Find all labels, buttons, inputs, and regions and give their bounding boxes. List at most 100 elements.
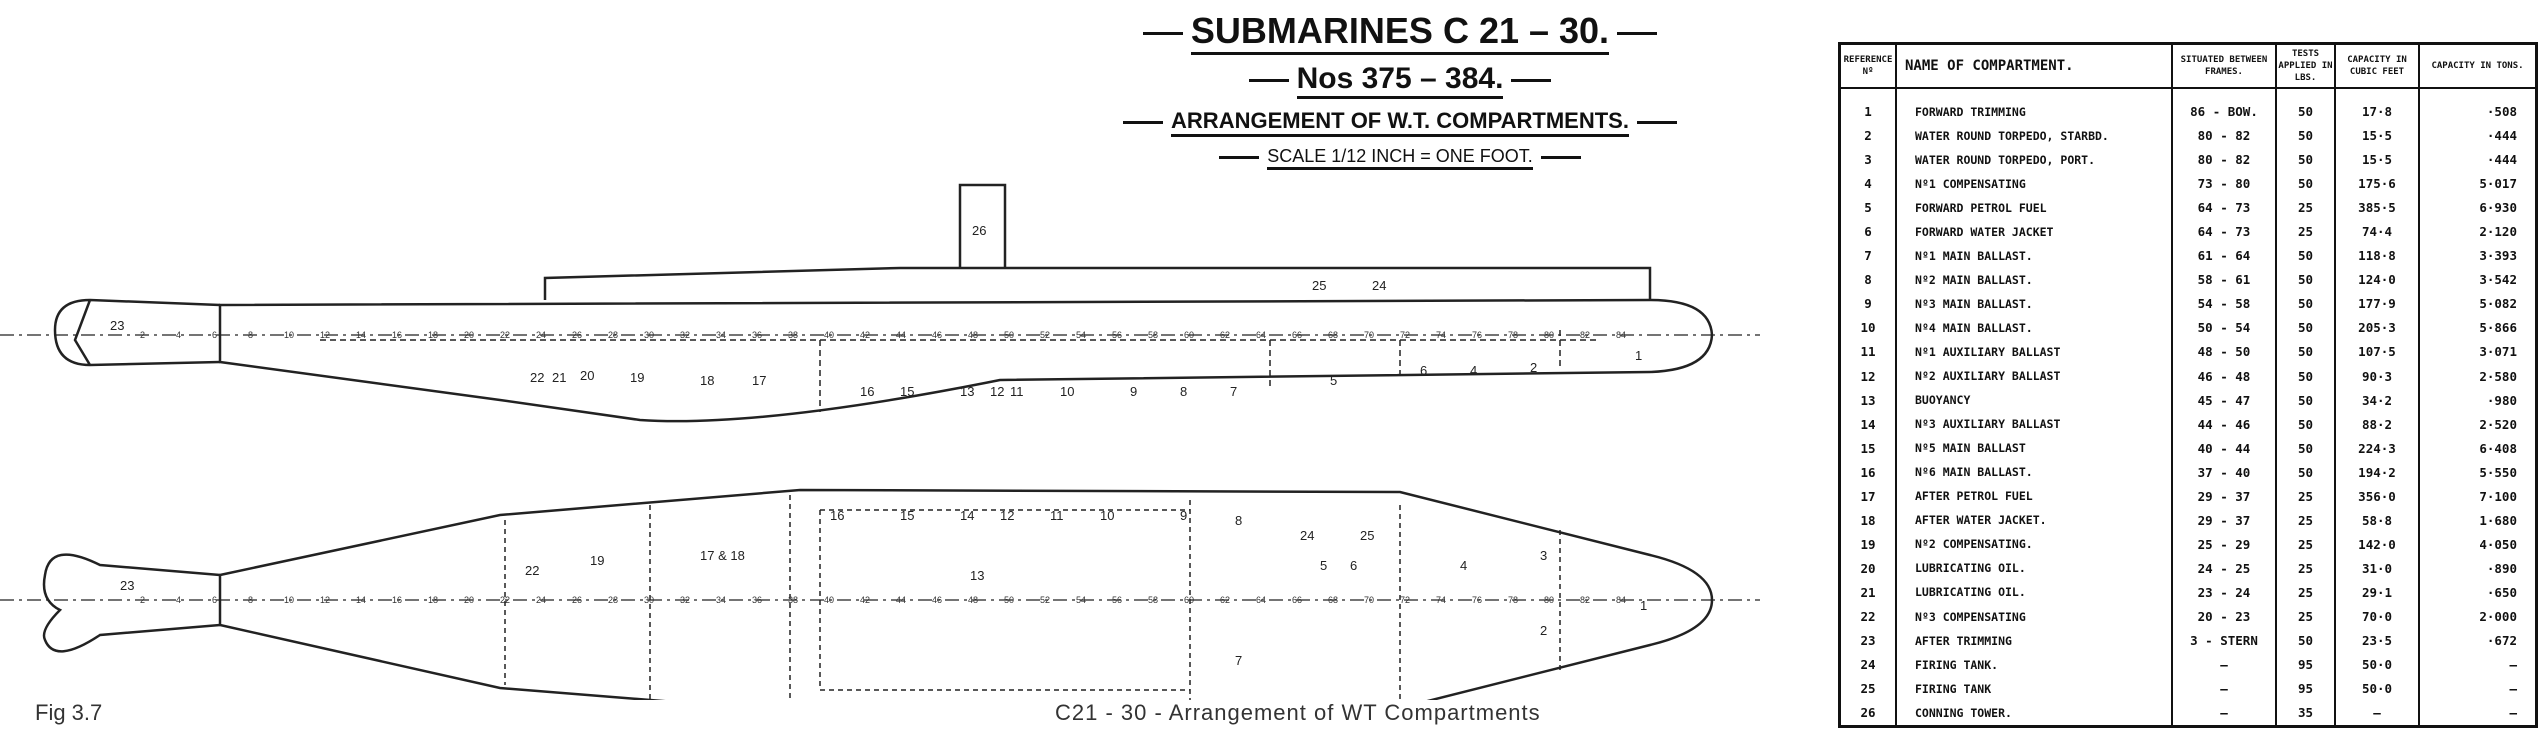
name-cell: FIRING TANK.	[1895, 652, 2173, 677]
side-frame-number: 76	[1472, 330, 1482, 340]
side-compartment-label: 1	[1635, 348, 1642, 363]
side-compartment-label: 16	[860, 384, 874, 399]
spacer-cell	[2275, 88, 2336, 100]
tons-cell: 6·408	[2418, 436, 2538, 461]
name-cell: Nº1 AUXILIARY BALLAST	[1895, 339, 2173, 365]
name-cell: Nº2 AUXILIARY BALLAST	[1895, 364, 2173, 389]
ref-cell: 2	[1838, 123, 1897, 148]
frames-cell: 86 - BOW.	[2171, 99, 2277, 124]
frames-cell: —	[2171, 652, 2277, 677]
drawing-subtitle: ARRANGEMENT OF W.T. COMPARTMENTS.	[1050, 108, 1750, 137]
side-compartment-label: 5	[1330, 373, 1337, 388]
plan-view	[0, 488, 1760, 700]
plan-frame-number: 44	[896, 595, 906, 605]
header-ref: REFERENCE Nº	[1838, 42, 1897, 89]
tons-cell: —	[2418, 676, 2538, 701]
frames-cell: 44 - 46	[2171, 412, 2277, 437]
drawing-scale: SCALE 1/12 INCH = ONE FOOT.	[1050, 146, 1750, 170]
side-frame-number: 62	[1220, 330, 1230, 340]
tons-cell: ·980	[2418, 388, 2538, 413]
side-compartment-label: 11	[1010, 384, 1024, 399]
tons-cell: 6·930	[2418, 195, 2538, 220]
cubic-feet-cell: 31·0	[2334, 556, 2420, 581]
side-compartment-label: 4	[1470, 363, 1477, 378]
tons-cell: ·444	[2418, 123, 2538, 148]
side-frame-number: 58	[1148, 330, 1158, 340]
name-cell: CONNING TOWER.	[1895, 700, 2173, 727]
side-frame-number: 64	[1256, 330, 1266, 340]
plan-frame-number: 54	[1076, 595, 1086, 605]
cubic-feet-cell: 17·8	[2334, 99, 2420, 124]
plan-compartment-label: 25	[1360, 528, 1374, 543]
frames-cell: 29 - 37	[2171, 484, 2277, 509]
figure-caption: C21 - 30 - Arrangement of WT Compartment…	[1055, 700, 1541, 725]
ref-cell: 25	[1838, 676, 1897, 701]
side-frame-number: 68	[1328, 330, 1338, 340]
side-frame-number: 46	[932, 330, 942, 340]
ref-cell: 5	[1838, 195, 1897, 220]
cubic-feet-cell: 118·8	[2334, 243, 2420, 268]
cubic-feet-cell: 175·6	[2334, 171, 2420, 196]
plan-frame-number: 80	[1544, 595, 1554, 605]
side-frame-number: 26	[572, 330, 582, 340]
frames-cell: 48 - 50	[2171, 339, 2277, 365]
plan-frame-number: 76	[1472, 595, 1482, 605]
plan-frame-number: 26	[572, 595, 582, 605]
cubic-feet-cell: 142·0	[2334, 532, 2420, 557]
plan-frame-number: 62	[1220, 595, 1230, 605]
plan-frame-number: 46	[932, 595, 942, 605]
tons-cell: 3·542	[2418, 267, 2538, 292]
name-cell: Nº1 MAIN BALLAST.	[1895, 243, 2173, 268]
ref-cell: 8	[1838, 267, 1897, 292]
side-compartment-label: 20	[580, 368, 594, 383]
tons-cell: ·650	[2418, 580, 2538, 605]
tons-cell: —	[2418, 700, 2538, 727]
side-frame-number: 84	[1616, 330, 1626, 340]
tons-cell: 2·000	[2418, 604, 2538, 629]
ref-cell: 20	[1838, 556, 1897, 581]
tons-cell: 2·120	[2418, 219, 2538, 244]
side-compartment-label: 24	[1372, 278, 1386, 293]
cubic-feet-cell: 50·0	[2334, 676, 2420, 701]
side-frame-number: 28	[608, 330, 618, 340]
ref-cell: 24	[1838, 652, 1897, 677]
plan-compartment-label: 2	[1540, 623, 1547, 638]
tests-cell: 50	[2275, 123, 2336, 148]
ref-cell: 19	[1838, 532, 1897, 557]
header-tests: TESTS APPLIED IN LBS.	[2275, 42, 2336, 89]
title-line-3: ARRANGEMENT OF W.T. COMPARTMENTS.	[1171, 108, 1629, 137]
name-cell: Nº4 MAIN BALLAST.	[1895, 315, 2173, 340]
tests-cell: 50	[2275, 339, 2336, 365]
plan-frame-number: 34	[716, 595, 726, 605]
tests-cell: 25	[2275, 508, 2336, 533]
cubic-feet-cell: 74·4	[2334, 219, 2420, 244]
cubic-feet-cell: 15·5	[2334, 147, 2420, 172]
drawing-title: SUBMARINES C 21 – 30.	[1050, 10, 1750, 55]
name-cell: AFTER WATER JACKET.	[1895, 508, 2173, 533]
side-frame-number: 10	[284, 330, 294, 340]
frames-cell: 40 - 44	[2171, 436, 2277, 461]
ref-cell: 13	[1838, 388, 1897, 413]
side-compartment-label: 17	[752, 373, 766, 388]
tests-cell: 50	[2275, 267, 2336, 292]
side-frame-number: 16	[392, 330, 402, 340]
side-frame-number: 70	[1364, 330, 1374, 340]
plan-frame-number: 6	[212, 595, 217, 605]
frames-cell: 64 - 73	[2171, 219, 2277, 244]
plan-compartment-label: 4	[1460, 558, 1467, 573]
side-frame-number: 30	[644, 330, 654, 340]
plan-compartment-label: 9	[1180, 508, 1187, 523]
side-frame-number: 32	[680, 330, 690, 340]
side-frame-number: 44	[896, 330, 906, 340]
cubic-feet-cell: 224·3	[2334, 436, 2420, 461]
frames-cell: —	[2171, 700, 2277, 727]
tons-cell: 5·866	[2418, 315, 2538, 340]
side-frame-number: 56	[1112, 330, 1122, 340]
ref-cell: 15	[1838, 436, 1897, 461]
